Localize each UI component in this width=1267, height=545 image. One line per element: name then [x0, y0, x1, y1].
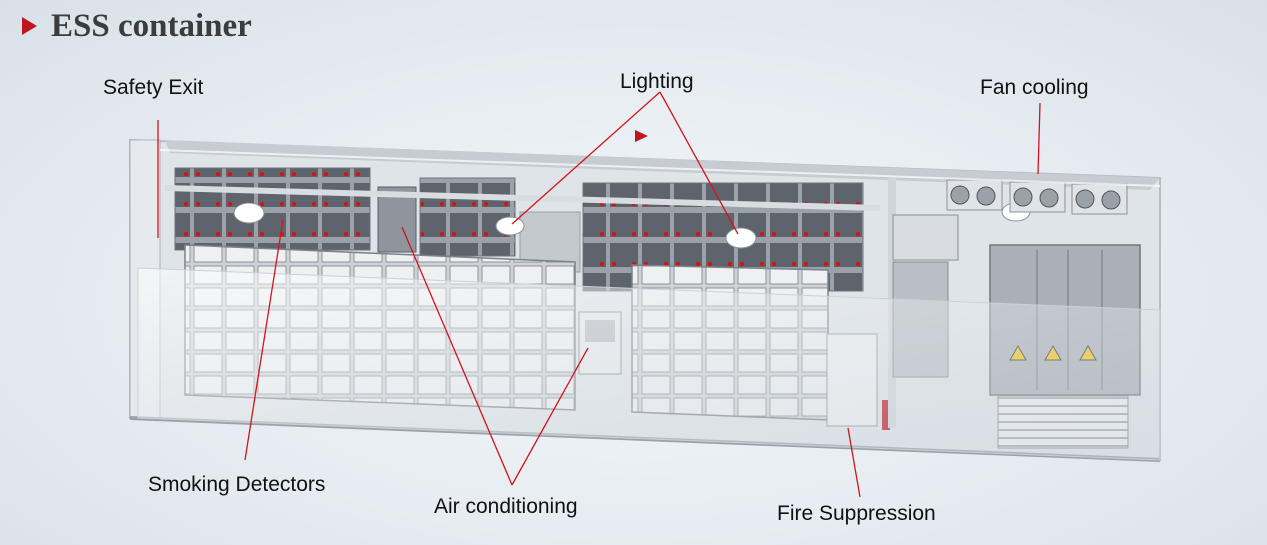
- title-bullet-icon: [22, 17, 37, 35]
- label-fire-suppression: Fire Suppression: [777, 502, 936, 525]
- red-arrow-marker-icon: [635, 130, 648, 142]
- label-air-conditioning: Air conditioning: [434, 495, 578, 518]
- front-glass-panel: [137, 267, 1161, 461]
- label-smoking-detectors: Smoking Detectors: [148, 473, 326, 496]
- cooling-fans: [946, 179, 1128, 215]
- ceiling-rail: [164, 185, 881, 211]
- label-safety-exit: Safety Exit: [103, 76, 204, 99]
- page-title: ESS container: [22, 4, 252, 48]
- label-lighting: Lighting: [620, 70, 694, 93]
- callout-lines: [157, 91, 1041, 498]
- page-title-text: ESS container: [51, 7, 252, 44]
- label-fan-cooling: Fan cooling: [980, 76, 1089, 99]
